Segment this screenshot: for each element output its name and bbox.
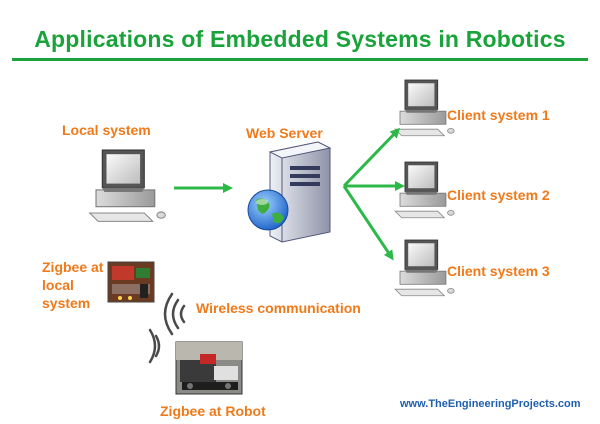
diagram-title: Applications of Embedded Systems in Robo… [34,26,566,52]
website-link[interactable]: www.TheEngineeringProjects.com [400,398,581,410]
wireless-communication-label: Wireless communication [196,300,361,316]
web-server-globe-icon [247,141,332,243]
title-underline [12,58,588,61]
arrow-server-to-client-1 [342,127,401,188]
zigbee-robot-label: Zigbee at Robot [160,403,266,419]
client-2-computer-icon [394,161,455,219]
local-system-label: Local system [62,122,151,138]
client-3-computer-icon [394,239,455,297]
web-server-label: Web Server [246,125,323,141]
client-3-label: Client system 3 [447,263,550,279]
zigbee-local-label: Zigbee at local system [42,259,104,311]
wireless-signal-icon [148,292,186,364]
local-system-computer-icon [89,149,166,222]
client-1-computer-icon [394,79,455,137]
robot-photo [175,341,243,395]
client-2-label: Client system 2 [447,187,550,203]
arrow-server-to-client-3 [342,185,394,261]
client-1-label: Client system 1 [447,107,550,123]
zigbee-board-photo [107,261,155,303]
